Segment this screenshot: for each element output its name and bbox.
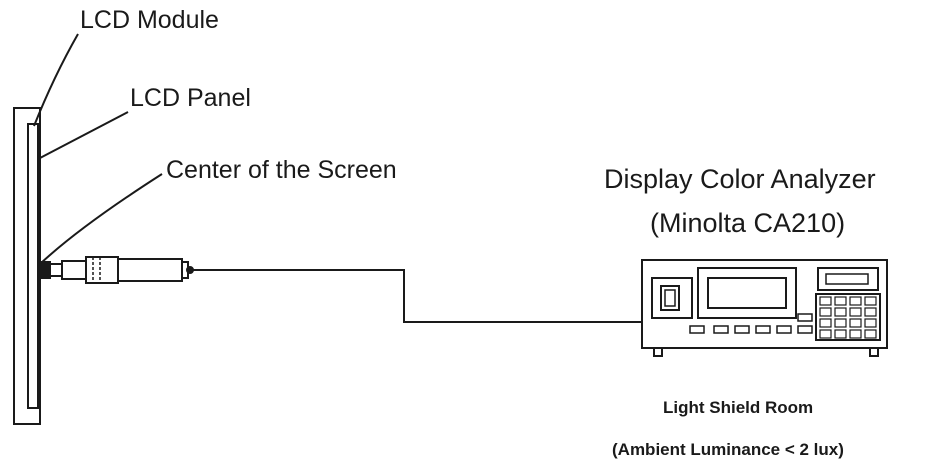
label-lcd-module: LCD Module	[80, 6, 219, 34]
label-analyzer-title: Display Color Analyzer	[604, 164, 876, 194]
label-screen-center: Center of the Screen	[166, 156, 397, 184]
label-lcd-panel: LCD Panel	[130, 84, 251, 112]
leader-line-screen-center	[39, 173, 163, 265]
label-analyzer-model: (Minolta CA210)	[650, 208, 846, 238]
leader-line-lcd-module	[33, 33, 79, 127]
probe-cable	[192, 269, 648, 323]
analyzer-keypad	[819, 296, 877, 339]
lcd-panel	[27, 123, 39, 409]
leader-line-lcd-panel	[39, 111, 129, 159]
label-light-shield-room: Light Shield Room	[663, 398, 814, 417]
label-ambient-luminance: (Ambient Luminance < 2 lux)	[612, 440, 844, 459]
measurement-probe	[37, 256, 194, 284]
